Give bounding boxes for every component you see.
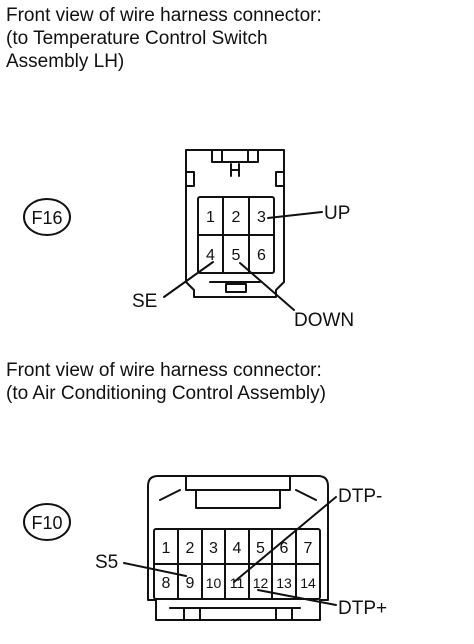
- caption-line: Front view of wire harness connector:: [6, 360, 322, 381]
- pin-label: 11: [230, 575, 245, 591]
- pin-label: 2: [186, 540, 195, 557]
- connector-f16-housing: [185, 149, 285, 298]
- connector-f10-caption: Front view of wire harness connector: (t…: [6, 359, 326, 405]
- connector-f16-id-badge: [23, 198, 71, 236]
- pin-label: 4: [233, 540, 242, 557]
- caption-line: (to Air Conditioning Control Assembly): [6, 383, 326, 404]
- connector-f10-id: F10: [31, 513, 62, 533]
- pin-label: 5: [232, 247, 241, 264]
- pin-label: 8: [162, 575, 171, 592]
- pin-label: 13: [276, 575, 292, 591]
- callout-dtp-minus-leader: [233, 496, 337, 583]
- caption-line: (to Temperature Control Switch: [6, 28, 268, 49]
- callout-s5-label: S5: [95, 552, 118, 573]
- caption-line: Front view of wire harness connector:: [6, 5, 322, 26]
- pin-label: 6: [257, 247, 266, 264]
- pin-label: 1: [162, 540, 171, 557]
- pin-label: 3: [257, 209, 266, 226]
- pin-label: 12: [253, 575, 269, 591]
- pin-label: 6: [280, 540, 289, 557]
- callout-down-leader: [239, 262, 295, 311]
- pin-label: 2: [232, 209, 241, 226]
- connector-f16-id: F16: [31, 208, 62, 228]
- pin-label: 1: [206, 209, 215, 226]
- callout-up-leader: [267, 211, 323, 219]
- connector-f10-housing: [147, 475, 329, 621]
- connector-f16-caption: Front view of wire harness connector: (t…: [6, 4, 322, 73]
- pin-label: 10: [206, 575, 222, 591]
- pin-label: 4: [206, 247, 215, 264]
- pin-label: 14: [300, 575, 316, 591]
- caption-line: Assembly LH): [6, 51, 125, 72]
- connector-f10-id-badge: [23, 503, 71, 541]
- pin-label: 5: [256, 540, 265, 557]
- pin-label: 3: [209, 540, 218, 557]
- pin-label: 7: [304, 540, 313, 557]
- pin-label: 9: [186, 575, 195, 592]
- callout-dtp-plus-leader: [257, 589, 337, 606]
- callout-dtp-plus-label: DTP+: [338, 598, 387, 619]
- callout-se-leader: [163, 261, 214, 298]
- callout-se-label: SE: [132, 291, 157, 312]
- callout-dtp-minus-label: DTP-: [338, 486, 382, 507]
- callout-down-label: DOWN: [294, 310, 354, 331]
- callout-up-label: UP: [324, 203, 350, 224]
- callout-s5-leader: [123, 562, 187, 577]
